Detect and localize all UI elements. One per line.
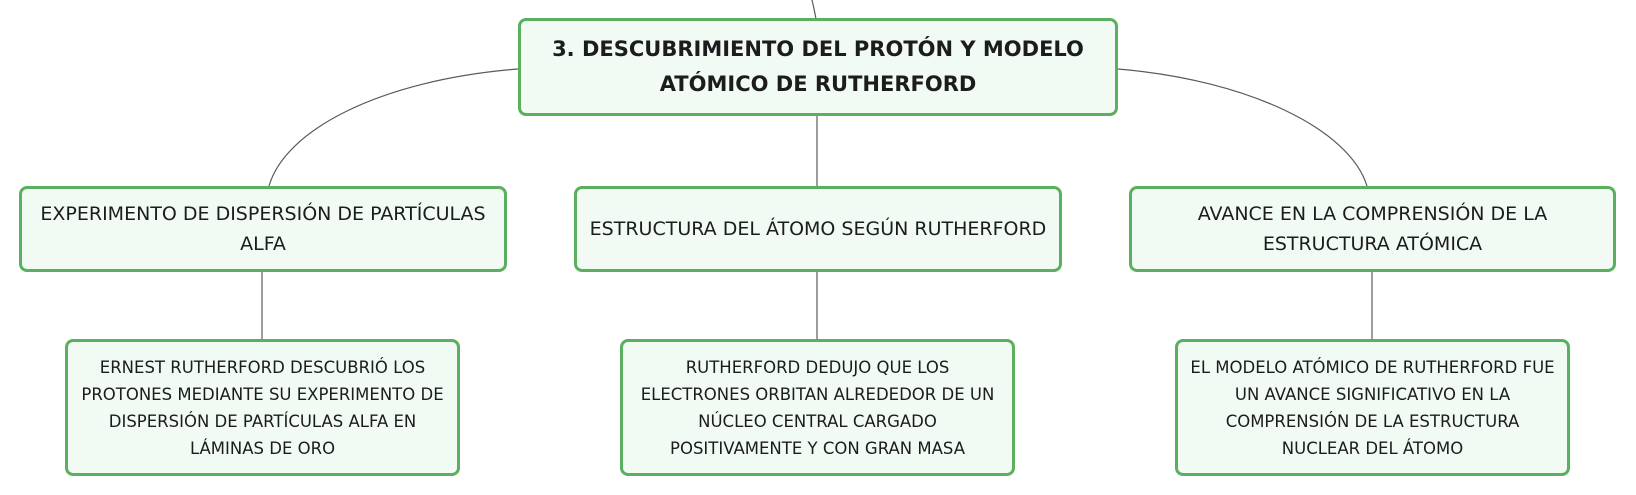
leaf-node-alpha-experiment-detail[interactable]: ERNEST RUTHERFORD DESCUBRIÓ LOS PROTONES… (65, 339, 460, 476)
leaf-node-understanding-advance-detail[interactable]: EL MODELO ATÓMICO DE RUTHERFORD FUE UN A… (1175, 339, 1570, 476)
branch-node-alpha-experiment[interactable]: EXPERIMENTO DE DISPERSIÓN DE PARTÍCULAS … (19, 186, 507, 272)
leaf-node-text: ERNEST RUTHERFORD DESCUBRIÓ LOS PROTONES… (81, 357, 444, 458)
connector-root-to-right (1117, 68, 1368, 187)
leaf-node-text: EL MODELO ATÓMICO DE RUTHERFORD FUE UN A… (1190, 357, 1555, 458)
leaf-node-atom-structure-detail[interactable]: RUTHERFORD DEDUJO QUE LOS ELECTRONES ORB… (620, 339, 1015, 476)
branch-node-understanding-advance[interactable]: AVANCE EN LA COMPRENSIÓN DE LA ESTRUCTUR… (1129, 186, 1616, 272)
branch-node-label: AVANCE EN LA COMPRENSIÓN DE LA ESTRUCTUR… (1197, 203, 1548, 255)
connector-root-to-left (268, 68, 519, 187)
branch-node-label: EXPERIMENTO DE DISPERSIÓN DE PARTÍCULAS … (40, 203, 486, 255)
branch-node-atom-structure[interactable]: ESTRUCTURA DEL ÁTOMO SEGÚN RUTHERFORD (574, 186, 1062, 272)
connector-top-incoming (811, 0, 817, 20)
leaf-node-text: RUTHERFORD DEDUJO QUE LOS ELECTRONES ORB… (640, 357, 995, 458)
root-node[interactable]: 3. DESCUBRIMIENTO DEL PROTÓN Y MODELO AT… (518, 18, 1118, 116)
root-node-title: 3. DESCUBRIMIENTO DEL PROTÓN Y MODELO AT… (552, 37, 1084, 96)
branch-node-label: ESTRUCTURA DEL ÁTOMO SEGÚN RUTHERFORD (589, 218, 1047, 240)
